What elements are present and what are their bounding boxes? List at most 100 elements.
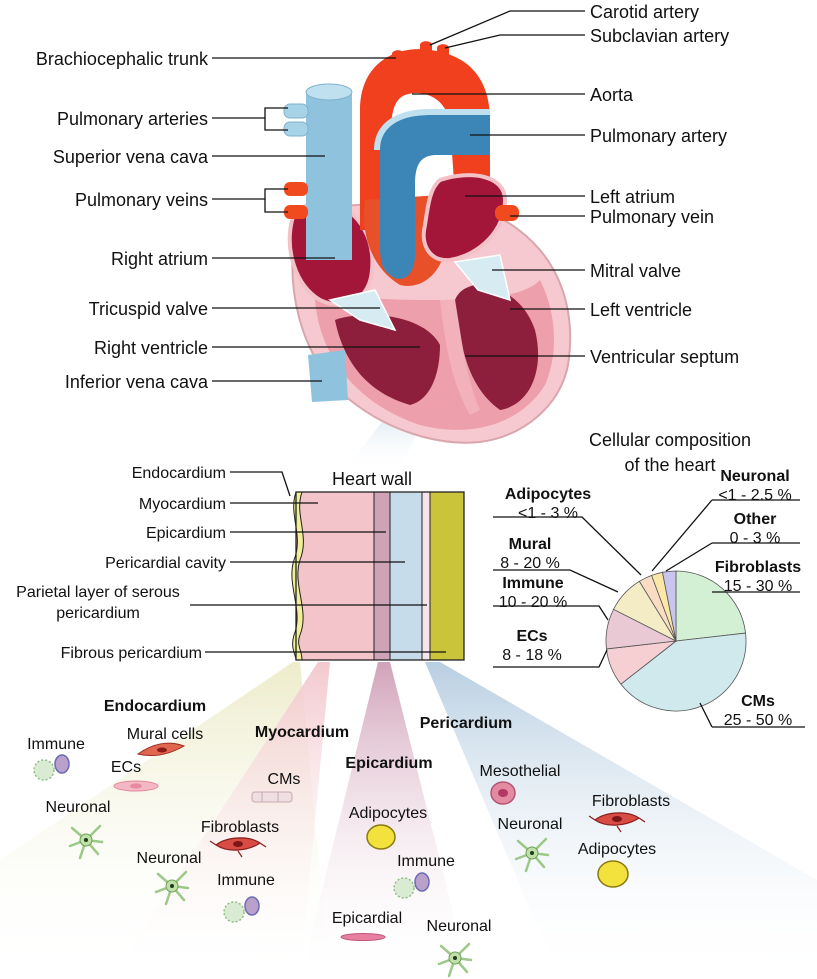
immune-cell-icon	[33, 754, 70, 781]
pie-label-neuronal-range: <1 - 2.5 %	[718, 487, 791, 504]
pie-labels: Adipocytes <1 - 3 % Mural 8 - 20 % Immun…	[499, 468, 801, 729]
label-superior-vena-cava: Superior vena cava	[53, 147, 209, 167]
mesothelial-cell-icon	[490, 781, 516, 805]
pie-label-other-name: Other	[734, 511, 777, 528]
neuron-cell-icon	[437, 942, 473, 978]
label-carotid-artery: Carotid artery	[590, 2, 699, 22]
heart-wall-title: Heart wall	[332, 469, 412, 489]
wall-callouts	[190, 471, 446, 653]
fibroblast-cell-icon	[588, 812, 646, 833]
label-pulmonary-artery: Pulmonary artery	[590, 126, 727, 146]
pulmonary-artery-rim	[374, 109, 490, 151]
label-tricuspid-valve: Tricuspid valve	[89, 299, 208, 319]
tricuspid-valve-shape	[328, 289, 397, 332]
anatomy-labels: Carotid artery Subclavian artery Brachio…	[36, 2, 739, 392]
pie-label-immune-range: 10 - 20 %	[499, 594, 567, 611]
pie-label-ecs-name: ECs	[516, 628, 547, 645]
heart-illustration	[283, 41, 572, 444]
pie-label-fibroblasts-name: Fibroblasts	[715, 559, 801, 576]
pie-label-neuronal-name: Neuronal	[720, 468, 789, 485]
pie-label-mural-name: Mural	[509, 536, 552, 553]
mitral-valve-shape	[453, 254, 512, 302]
label-left-atrium: Left atrium	[590, 187, 675, 207]
cell-label-peri-fibroblasts: Fibroblasts	[592, 793, 670, 810]
cell-label-myo-neuronal: Neuronal	[137, 850, 202, 867]
label-brachiocephalic-trunk: Brachiocephalic trunk	[36, 49, 209, 69]
pie-label-fibroblasts-range: 15 - 30 %	[724, 578, 792, 595]
pie-slice-fibroblasts	[675, 570, 746, 642]
cell-label-myo-cms: CMs	[268, 771, 301, 788]
cell-label-myo-fibroblasts: Fibroblasts	[201, 819, 279, 836]
cell-label-endo-immune: Immune	[27, 736, 85, 753]
label-right-ventricle: Right ventricle	[94, 338, 208, 358]
composition-pie	[605, 570, 747, 712]
pie-slice-cms	[620, 632, 747, 712]
cell-label-endo-ecs: ECs	[111, 759, 141, 776]
neuron-cell-icon	[514, 837, 550, 873]
wall-myocardium	[296, 492, 374, 660]
svc-opening	[305, 83, 353, 101]
label-myocardium: Myocardium	[139, 496, 226, 513]
heart-wall-section: Heart wall	[291, 469, 465, 661]
immune-cell-icon	[393, 872, 430, 899]
neuron-cell-icon	[154, 870, 190, 906]
wall-labels: Endocardium Myocardium Epicardium Perica…	[16, 465, 226, 662]
pulmonary-artery-trunk	[380, 115, 490, 279]
brachiocephalic-branch	[392, 50, 404, 70]
cell-label-myo-immune: Immune	[217, 872, 275, 889]
anatomy-callouts	[212, 10, 585, 382]
myocardium-fan	[110, 662, 330, 979]
cell-labels: Immune Mural cells ECs Neuronal CMs Fibr…	[27, 726, 670, 935]
epicardium-fan	[300, 662, 470, 979]
pie-label-cms-range: 25 - 50 %	[724, 712, 792, 729]
septum	[440, 300, 480, 415]
wall-outline	[295, 491, 465, 661]
immune-cell-icon	[223, 896, 260, 923]
section-pericardium: Pericardium	[420, 715, 512, 732]
subclavian-branch	[437, 44, 449, 66]
cell-label-endo-mural: Mural cells	[127, 726, 203, 743]
cell-icons	[33, 742, 646, 978]
pulmonary-vein-stub-2	[284, 205, 308, 219]
pulmonary-artery-stub-2	[283, 121, 309, 137]
adipocyte-cell-icon	[366, 824, 396, 850]
cell-label-epi-epicardial: Epicardial	[332, 910, 402, 927]
composition-title-line2: of the heart	[624, 455, 715, 475]
cell-label-epi-adipocytes: Adipocytes	[349, 805, 427, 822]
wall-fibrous-pericardium	[429, 491, 465, 661]
label-inferior-vena-cava: Inferior vena cava	[65, 372, 209, 392]
left-ventricle-cavity	[455, 285, 539, 410]
label-parietal-line1: Parietal layer of serous	[16, 584, 180, 601]
mural-cell-icon	[136, 742, 186, 757]
section-myocardium: Myocardium	[255, 724, 349, 741]
pie-label-cms-name: CMs	[741, 693, 775, 710]
label-fibrous-pericardium: Fibrous pericardium	[61, 645, 202, 662]
pie-label-other-range: 0 - 3 %	[730, 530, 781, 547]
label-pulmonary-veins: Pulmonary veins	[75, 190, 208, 210]
fibroblast-cell-icon	[209, 837, 267, 858]
ec-cell-icon	[113, 780, 159, 792]
section-endocardium: Endocardium	[104, 698, 206, 715]
right-ventricle-cavity	[335, 315, 440, 405]
label-subclavian-artery: Subclavian artery	[590, 26, 729, 46]
pulmonary-vein-left	[495, 205, 519, 221]
epicardial-cell-icon	[340, 933, 386, 941]
pulmonary-artery-stub-1	[283, 103, 309, 119]
label-epicardium: Epicardium	[146, 525, 226, 542]
wall-pericardial-cavity	[389, 491, 423, 661]
carotid-branch	[420, 41, 432, 60]
adipocyte-cell-icon	[597, 860, 629, 888]
section-headings: Endocardium Myocardium Epicardium Perica…	[104, 698, 512, 772]
pie-label-ecs-range: 8 - 18 %	[502, 647, 562, 664]
section-epicardium: Epicardium	[345, 755, 432, 772]
superior-vena-cava-shape	[306, 92, 352, 260]
pie-label-adipocytes-name: Adipocytes	[505, 486, 591, 503]
label-aorta: Aorta	[590, 85, 634, 105]
pie-label-adipocytes-range: <1 - 3 %	[518, 505, 578, 522]
label-pulmonary-vein: Pulmonary vein	[590, 207, 714, 227]
label-pulmonary-arteries: Pulmonary arteries	[57, 109, 208, 129]
composition-block: Cellular composition of the heart Adipoc…	[493, 430, 805, 729]
pie-callouts	[493, 499, 805, 728]
